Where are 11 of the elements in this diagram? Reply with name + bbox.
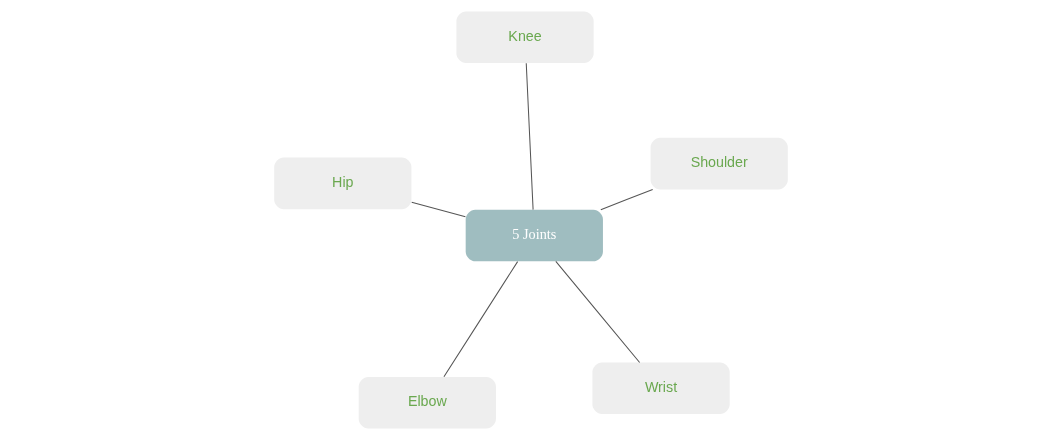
connector <box>443 261 519 378</box>
connector <box>600 189 654 211</box>
node-box: 5 Joints <box>465 209 603 262</box>
node-box: Shoulder <box>650 137 788 190</box>
node-box: Hip <box>274 157 412 210</box>
node-box: Knee <box>456 11 594 64</box>
node-box: Wrist <box>592 362 730 415</box>
connector <box>411 201 466 218</box>
connector <box>525 62 534 211</box>
node-box: Elbow <box>358 376 496 429</box>
connector <box>555 260 641 364</box>
